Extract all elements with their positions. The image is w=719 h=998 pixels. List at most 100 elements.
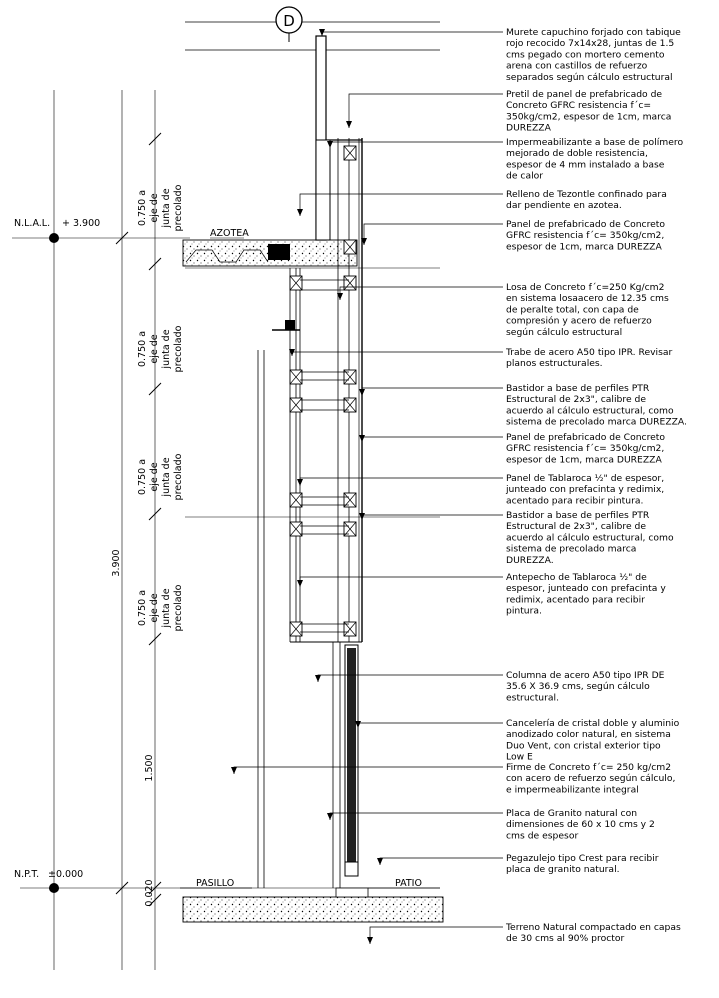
notes-column: Murete capuchino forjado con tabiquerojo…: [505, 27, 687, 944]
note-line: Bastidor a base de perfiles PTR: [506, 510, 650, 521]
note-line: sistema de precolado marca DUREZZA.: [506, 417, 687, 428]
leader-line: [361, 223, 503, 245]
level-floor-value: ±0.000: [48, 869, 83, 880]
note-line: Cancelería de cristal doble y aluminio: [506, 718, 680, 729]
level-floor: N.P.T. ±0.000: [14, 869, 83, 893]
ptr-box: [343, 275, 357, 291]
note-line: Placa de Granito natural con: [506, 808, 637, 819]
level-floor-prefix: N.P.T.: [14, 869, 39, 880]
ptr-box: [289, 369, 303, 385]
room-label-left: PASILLO: [196, 878, 234, 889]
note-line: espesor de 1cm, marca DUREZZA: [506, 454, 662, 465]
note-line: Low E: [506, 752, 533, 763]
window-assembly: [257, 350, 359, 888]
panel-dimension-line: 0.750 a: [137, 331, 148, 367]
note: Panel de Tablaroca ½" de espesor,juntead…: [505, 473, 664, 506]
floor-slab: PASILLO PATIO: [180, 878, 444, 923]
ptr-box: [343, 369, 357, 385]
roof-slab: AZOTEA: [182, 228, 358, 267]
note-line: Pegazulejo tipo Crest para recibir: [506, 853, 659, 864]
panel-dimension-line: 0.750 a: [137, 590, 148, 626]
note-line: separados según cálculo estructural: [506, 72, 673, 83]
note-line: acuerdo al cálculo estructural, como: [506, 532, 674, 543]
ptr-box: [343, 492, 357, 508]
note-line: Impermeabilizante a base de polímero: [506, 137, 683, 148]
steel-beam-ipr: [268, 244, 290, 260]
note-line: espesor de 1cm, marca DUREZZA: [506, 241, 662, 252]
note: Cancelería de cristal doble y aluminioan…: [506, 718, 680, 763]
ptr-box: [343, 239, 357, 255]
room-label-roof: AZOTEA: [210, 228, 249, 239]
note-line: redimix, acentado para recibir: [506, 594, 645, 605]
panel-dimension-line: 0.750 a: [137, 459, 148, 495]
note-line: DUREZZA.: [506, 555, 554, 566]
leader-line: [289, 349, 503, 356]
note-line: Estructural de 2x3", calibre de: [506, 394, 646, 405]
ptr-box: [289, 275, 303, 291]
note-line: GFRC resistencia f´c= 350kg/cm2,: [506, 230, 664, 241]
note-line: Pretil de panel de prefabricado de: [506, 89, 662, 100]
leader-line: [337, 286, 503, 300]
note-line: Firme de Concreto f´c= 250 kg/cm2: [506, 762, 671, 773]
leader-line: [297, 576, 503, 587]
note-line: cms pegado con mortero cemento: [506, 49, 665, 60]
frame-lines: [20, 21, 440, 889]
note: Murete capuchino forjado con tabiquerojo…: [506, 27, 681, 83]
note-line: en sistema losaacero de 12.35 cms: [506, 293, 669, 304]
note-line: sistema de precolado marca: [506, 544, 636, 555]
note-line: anodizado color natural, en sistema: [506, 729, 671, 740]
note-line: Relleno de Tezontle confinado para: [506, 189, 667, 200]
note: Placa de Granito natural condimensiones …: [506, 808, 655, 841]
panel-dimension-line: precolado: [173, 325, 184, 372]
leader-line: [359, 435, 503, 442]
level-roof-prefix: N.L.A.L.: [14, 218, 50, 229]
note-line: placa de granito natural.: [506, 864, 620, 875]
note-line: de peralte total, con capa de: [506, 304, 639, 315]
dimension-lines: [53, 90, 162, 970]
note-line: Concreto GFRC resistencia f´c=: [506, 100, 651, 111]
note: Pretil de panel de prefabricado deConcre…: [506, 89, 671, 134]
leader-line: [327, 812, 503, 820]
note-line: estructural.: [506, 692, 559, 703]
note-line: pintura.: [506, 606, 542, 617]
note-line: Panel de prefabricado de Concreto: [506, 219, 665, 230]
ptr-box: [343, 145, 357, 161]
leader-line: [377, 857, 503, 865]
note-line: rojo recocido 7x14x28, juntas de 1.5: [506, 38, 674, 49]
note-line: espesor de 4 mm instalado a base: [506, 159, 665, 170]
note-line: Duo Vent, con cristal exterior tipo: [506, 740, 661, 751]
ptr-box: [289, 492, 303, 508]
leader-line: [346, 93, 503, 128]
ptr-box: [343, 621, 357, 637]
note-line: junteado con prefacinta y redimix,: [505, 484, 664, 495]
note-line: compresión y acero de refuerzo: [506, 316, 652, 327]
dim-floor-thickness: 0.020: [144, 879, 155, 906]
leader-line: [359, 387, 503, 396]
note-line: con acero de refuerzo según cálculo,: [506, 773, 675, 784]
note-line: Estructural de 2x3", calibre de: [506, 521, 646, 532]
note-line: Murete capuchino forjado con tabique: [506, 27, 681, 38]
ptr-box: [289, 621, 303, 637]
note-line: Panel de Tablaroca ½" de espesor,: [506, 473, 664, 484]
note-line: Columna de acero A50 tipo IPR DE: [506, 670, 665, 681]
note-line: según cálculo estructural: [506, 327, 622, 338]
leader-lines: [231, 29, 503, 944]
dim-window-height: 1.500: [144, 754, 155, 781]
note-line: 35.6 X 36.9 cms, según cálculo: [506, 681, 650, 692]
note-line: dar pendiente en azotea.: [506, 200, 622, 211]
leader-line: [359, 513, 503, 520]
note-line: Panel de prefabricado de Concreto: [506, 432, 665, 443]
note-line: DUREZZA: [506, 123, 552, 134]
note-line: e impermeabilizante integral: [506, 784, 639, 795]
